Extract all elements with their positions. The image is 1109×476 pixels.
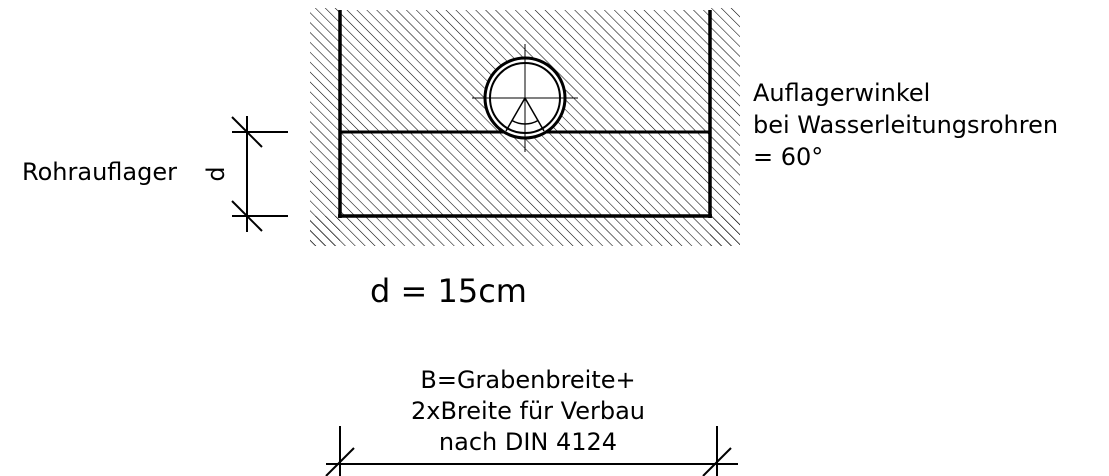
soil-hatch-left xyxy=(310,8,340,246)
width-dim-tick-right xyxy=(702,447,732,476)
bedding-dimension xyxy=(231,116,288,232)
support-angle-leg-left xyxy=(505,97,526,132)
trench-width-label-line3: nach DIN 4124 xyxy=(439,428,617,456)
soil-hatching xyxy=(310,8,740,246)
pipe xyxy=(472,44,578,152)
trench-width-label-line1: B=Grabenbreite+ xyxy=(420,366,635,394)
soil-hatch-bottom xyxy=(310,216,740,246)
support-angle-leg-right xyxy=(524,97,545,132)
support-angle-label-line3: = 60° xyxy=(753,143,823,171)
support-angle-label-line1: Auflagerwinkel xyxy=(753,79,930,107)
trench-width-label-line2: 2xBreite für Verbau xyxy=(411,397,645,425)
soil-hatch-right xyxy=(710,8,740,246)
d-equation: d = 15cm xyxy=(370,272,527,310)
d-dimension-symbol: d xyxy=(202,166,230,181)
dim-tick-bottom xyxy=(231,200,263,232)
dim-tick-top xyxy=(231,116,263,148)
width-dim-tick-left xyxy=(325,447,355,476)
support-angle-label-line2: bei Wasserleitungsrohren xyxy=(753,111,1058,139)
trench-width-dimension xyxy=(325,426,738,476)
pipe-bedding-label: Rohrauflager xyxy=(22,158,177,186)
support-angle-arc xyxy=(511,119,539,125)
